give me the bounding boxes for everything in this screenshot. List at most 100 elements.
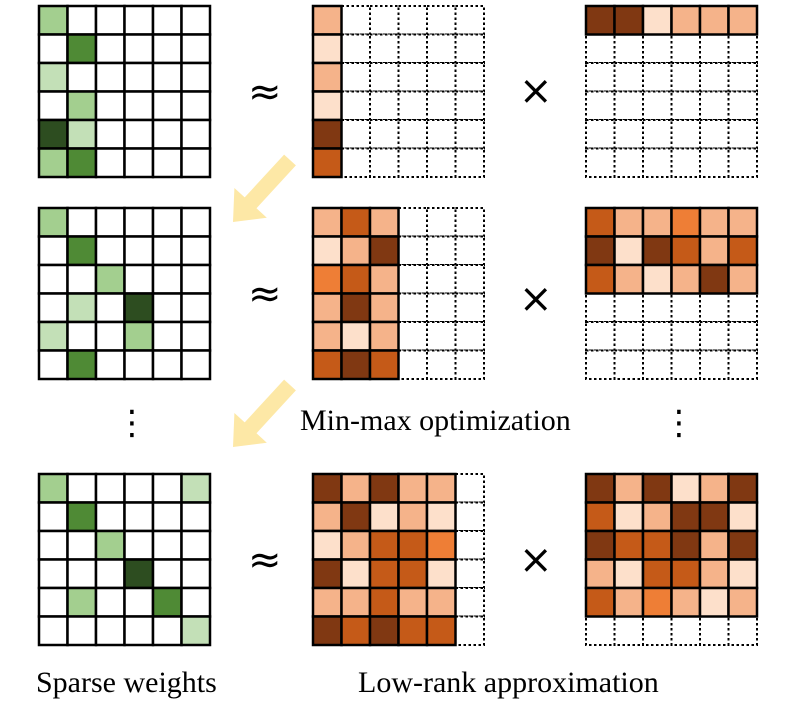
sparse-cell xyxy=(37,33,69,65)
left-factor-cell xyxy=(425,586,457,618)
sparse-cell xyxy=(66,472,98,504)
right-factor-cell xyxy=(584,263,616,295)
arrow-row1-to-row2 xyxy=(233,154,296,222)
left-factor-cell xyxy=(311,349,343,381)
sparse-cell xyxy=(180,292,212,324)
sparse-cell xyxy=(123,349,155,381)
right-factor-empty-cell xyxy=(585,321,616,352)
right-factor-cell xyxy=(613,235,645,267)
row-3 xyxy=(37,472,759,647)
right-factor-cell xyxy=(613,472,645,504)
left-factor-empty-cell xyxy=(454,264,485,295)
row-1 xyxy=(37,4,759,179)
left-factor-empty-cell xyxy=(454,501,485,532)
sparse-matrix-3 xyxy=(37,472,212,647)
left-factor-empty-cell xyxy=(426,207,457,238)
right-factor-empty-cell xyxy=(727,349,758,380)
sparse-cell xyxy=(66,501,98,533)
left-factor-cell xyxy=(311,292,343,324)
left-factor-empty-cell xyxy=(454,5,485,36)
sparse-cell xyxy=(123,33,155,65)
right-factor-cell xyxy=(670,472,702,504)
vdots-right: ⋮ xyxy=(662,403,696,443)
left-factor-cell xyxy=(311,61,343,93)
left-factor-empty-cell xyxy=(454,615,485,646)
times-symbol-row2: × xyxy=(519,276,553,322)
row-2 xyxy=(37,206,759,381)
sparse-cell xyxy=(180,320,212,352)
sparse-cell xyxy=(66,147,98,179)
sparse-cell xyxy=(151,118,183,150)
left-factor-cell xyxy=(368,263,400,295)
right-factor-empty-cell xyxy=(585,62,616,93)
right-factor-cell xyxy=(670,529,702,561)
right-factor-cell xyxy=(727,235,759,267)
right-factor-empty-cell xyxy=(727,33,758,64)
right-factor-empty-cell xyxy=(613,33,644,64)
sparse-cell xyxy=(94,263,126,295)
right-factor-cell xyxy=(584,4,616,36)
left-factor-empty-cell xyxy=(426,321,457,352)
left-factor-empty-cell xyxy=(397,62,428,93)
approx-symbol-row3: ≈ xyxy=(248,537,282,583)
right-factor-cell xyxy=(613,501,645,533)
right-factor-cell xyxy=(698,206,730,238)
right-factor-cell xyxy=(670,586,702,618)
sparse-cell xyxy=(94,118,126,150)
sparse-cell xyxy=(37,263,69,295)
left-factor-2 xyxy=(311,206,485,381)
left-factor-empty-cell xyxy=(397,90,428,121)
sparse-cell xyxy=(151,147,183,179)
left-factor-empty-cell xyxy=(454,235,485,266)
left-factor-cell xyxy=(425,472,457,504)
left-factor-empty-cell xyxy=(454,62,485,93)
right-factor-cell xyxy=(727,529,759,561)
left-factor-empty-cell xyxy=(426,147,457,178)
sparse-cell xyxy=(123,472,155,504)
sparse-cell xyxy=(94,320,126,352)
sparse-cell xyxy=(180,501,212,533)
right-factor-cell xyxy=(670,206,702,238)
left-factor-empty-cell xyxy=(454,473,485,504)
sparse-cell xyxy=(66,292,98,324)
right-factor-empty-cell xyxy=(613,349,644,380)
left-factor-cell xyxy=(340,529,372,561)
sparse-cell xyxy=(66,235,98,267)
sparse-cell xyxy=(94,501,126,533)
right-factor-cell xyxy=(584,206,616,238)
right-factor-empty-cell xyxy=(670,349,701,380)
sparse-cell xyxy=(180,529,212,561)
right-factor-empty-cell xyxy=(699,90,730,121)
left-factor-empty-cell xyxy=(426,119,457,150)
arrows-layer xyxy=(233,154,296,447)
sparse-matrix-1 xyxy=(37,4,212,179)
right-factor-cell xyxy=(613,529,645,561)
right-factor-empty-cell xyxy=(727,62,758,93)
right-factor-empty-cell xyxy=(699,147,730,178)
left-factor-cell xyxy=(311,33,343,65)
right-factor-3 xyxy=(584,472,759,646)
sparse-cell xyxy=(66,529,98,561)
sparse-cell xyxy=(94,235,126,267)
right-factor-cell xyxy=(584,235,616,267)
right-factor-empty-cell xyxy=(699,119,730,150)
sparse-cell xyxy=(66,263,98,295)
left-factor-cell xyxy=(311,586,343,618)
sparse-cell xyxy=(151,615,183,647)
left-factor-3 xyxy=(311,472,485,647)
right-factor-cell xyxy=(698,4,730,36)
left-factor-empty-cell xyxy=(397,321,428,352)
left-factor-cell xyxy=(311,4,343,36)
left-factor-empty-cell xyxy=(454,587,485,618)
sparse-cell xyxy=(66,118,98,150)
right-factor-cell xyxy=(698,501,730,533)
sparse-cell xyxy=(66,33,98,65)
right-factor-empty-cell xyxy=(642,349,673,380)
right-factor-empty-cell xyxy=(670,321,701,352)
left-factor-empty-cell xyxy=(397,292,428,323)
left-factor-empty-cell xyxy=(426,62,457,93)
sparse-cell xyxy=(123,61,155,93)
left-factor-cell xyxy=(311,558,343,590)
right-factor-cell xyxy=(727,472,759,504)
left-factor-empty-cell xyxy=(397,33,428,64)
